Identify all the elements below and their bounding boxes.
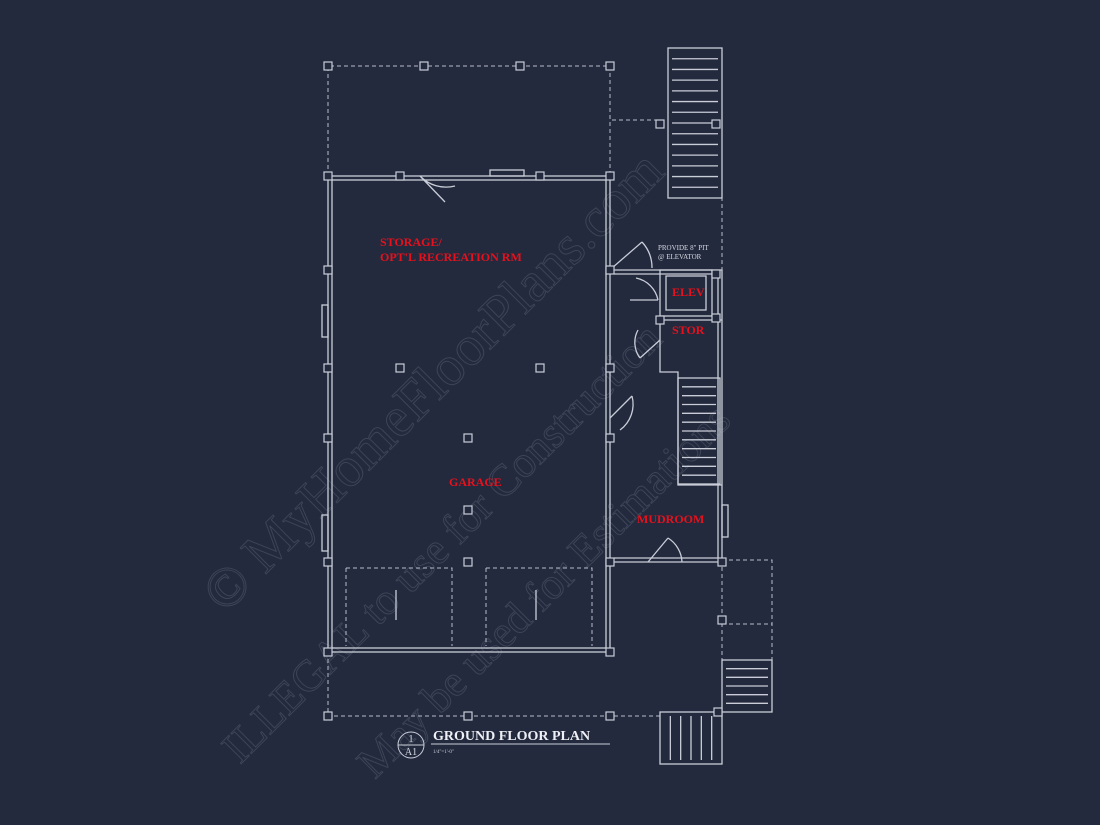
post — [535, 171, 545, 181]
stair-bottom-right — [721, 659, 773, 713]
post — [323, 265, 333, 275]
posts — [323, 61, 727, 721]
room-label-mudroom: MUDROOM — [637, 512, 704, 526]
post — [605, 171, 615, 181]
post — [463, 433, 473, 443]
post — [515, 61, 525, 71]
room-label-stor: STOR — [672, 323, 705, 337]
post — [655, 315, 665, 325]
detail-number: 1 — [409, 734, 414, 745]
post — [655, 119, 665, 129]
post — [605, 557, 615, 567]
room-label-storage: STORAGE/ — [380, 235, 442, 249]
post — [605, 61, 615, 71]
post — [323, 557, 333, 567]
post — [463, 711, 473, 721]
stair-top-right — [667, 47, 723, 199]
post — [605, 265, 615, 275]
plan-title: GROUND FLOOR PLAN — [433, 729, 590, 744]
note-pit-line1: PROVIDE 8" PIT — [658, 244, 709, 252]
post — [605, 433, 615, 443]
post — [605, 363, 615, 373]
stair-bottom — [659, 711, 723, 765]
plan-scale: 1/4"=1'-0" — [433, 750, 454, 755]
post — [419, 61, 429, 71]
stairs — [659, 47, 773, 765]
sheet-number: A1 — [405, 747, 417, 758]
post — [323, 363, 333, 373]
post — [717, 557, 727, 567]
post — [717, 615, 727, 625]
room-label-recreation: OPT'L RECREATION RM — [380, 250, 522, 264]
post — [323, 61, 333, 71]
post — [323, 171, 333, 181]
room-label-elevator: ELEV — [672, 285, 705, 299]
post — [395, 171, 405, 181]
post — [605, 647, 615, 657]
post — [711, 269, 721, 279]
post — [711, 313, 721, 323]
stair-interior — [677, 377, 721, 485]
watermark: © MyHomeFloorPlans.com ILLEGAL to use fo… — [190, 138, 740, 787]
post — [463, 505, 473, 515]
doors — [395, 175, 683, 620]
room-labels: STORAGE/ OPT'L RECREATION RM GARAGE ELEV… — [380, 235, 709, 526]
post — [711, 119, 721, 129]
post — [535, 363, 545, 373]
title-block: 1 A1 GROUND FLOOR PLAN 1/4"=1'-0" — [397, 729, 610, 759]
note-pit-line2: @ ELEVATOR — [658, 253, 702, 261]
room-label-garage: GARAGE — [449, 475, 502, 489]
post — [323, 711, 333, 721]
post — [323, 433, 333, 443]
post — [323, 647, 333, 657]
post — [463, 557, 473, 567]
post — [713, 707, 723, 717]
post — [395, 363, 405, 373]
post — [605, 711, 615, 721]
